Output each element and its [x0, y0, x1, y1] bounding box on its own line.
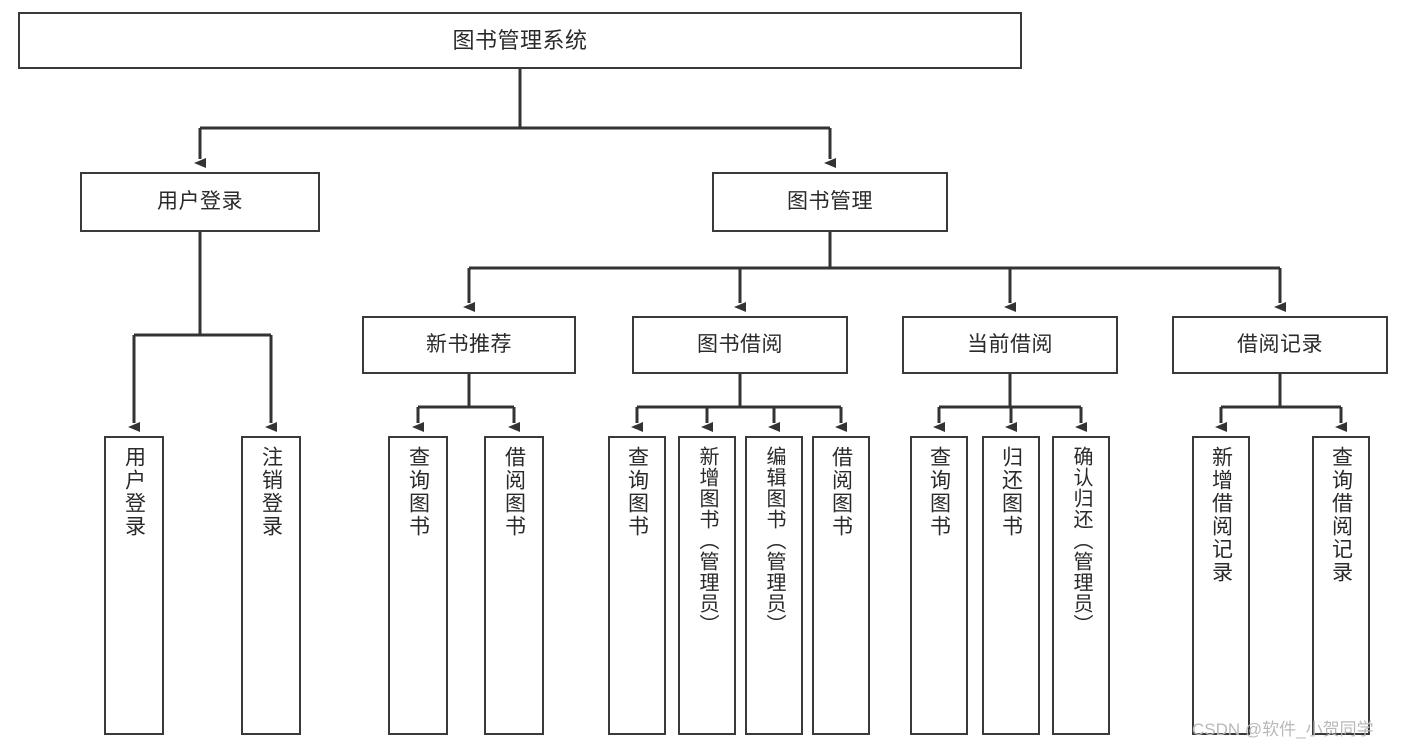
- node-leaf-borrow-book[interactable]: 借阅图书: [812, 436, 870, 735]
- node-leaf-edit-book-admin[interactable]: 编辑图书（管理员）: [745, 436, 803, 735]
- node-label: 注销登录: [259, 446, 283, 538]
- node-current-borrow[interactable]: 当前借阅: [902, 316, 1118, 374]
- node-label: 图书借阅: [697, 332, 783, 356]
- node-leaf-user-login[interactable]: 用户登录: [104, 436, 164, 735]
- node-label: 归还图书: [999, 446, 1023, 538]
- node-leaf-query-book-recommend[interactable]: 查询图书: [388, 436, 448, 735]
- node-label: 查询图书: [406, 446, 430, 538]
- node-root-root[interactable]: 图书管理系统: [18, 12, 1022, 69]
- node-leaf-add-borrow-record[interactable]: 新增借阅记录: [1192, 436, 1250, 735]
- node-label: 查询图书: [625, 446, 649, 538]
- node-leaf-query-book-current[interactable]: 查询图书: [910, 436, 968, 735]
- node-label: 查询图书: [927, 446, 951, 538]
- node-label: 编辑图书（管理员）: [763, 446, 785, 635]
- node-new-book-recommend[interactable]: 新书推荐: [362, 316, 576, 374]
- node-borrow-record[interactable]: 借阅记录: [1172, 316, 1388, 374]
- node-leaf-query-book-borrow[interactable]: 查询图书: [608, 436, 666, 735]
- node-label: 图书管理: [787, 189, 873, 213]
- node-user-login[interactable]: 用户登录: [80, 172, 320, 232]
- node-leaf-confirm-return-admin[interactable]: 确认归还（管理员）: [1052, 436, 1110, 735]
- node-book-management[interactable]: 图书管理: [712, 172, 948, 232]
- node-label: 借阅图书: [502, 446, 526, 538]
- csdn-watermark: CSDN @软件_小贺同学: [1192, 720, 1374, 739]
- node-label: 借阅记录: [1237, 332, 1323, 356]
- node-book-borrow[interactable]: 图书借阅: [632, 316, 848, 374]
- node-leaf-return-book[interactable]: 归还图书: [982, 436, 1040, 735]
- node-label: 新增图书（管理员）: [696, 446, 718, 635]
- node-label: 新增借阅记录: [1209, 446, 1233, 584]
- node-label: 用户登录: [157, 189, 243, 213]
- node-leaf-borrow-book-recommend[interactable]: 借阅图书: [484, 436, 544, 735]
- node-leaf-user-logout[interactable]: 注销登录: [241, 436, 301, 735]
- node-label: 借阅图书: [829, 446, 853, 538]
- node-label: 新书推荐: [426, 332, 512, 356]
- node-leaf-add-book-admin[interactable]: 新增图书（管理员）: [678, 436, 736, 735]
- node-label: 用户登录: [122, 446, 146, 538]
- node-label: 当前借阅: [967, 332, 1053, 356]
- node-label: 图书管理系统: [452, 27, 588, 53]
- node-leaf-query-borrow-record[interactable]: 查询借阅记录: [1312, 436, 1370, 735]
- node-label: 查询借阅记录: [1329, 446, 1353, 584]
- node-label: 确认归还（管理员）: [1070, 446, 1092, 635]
